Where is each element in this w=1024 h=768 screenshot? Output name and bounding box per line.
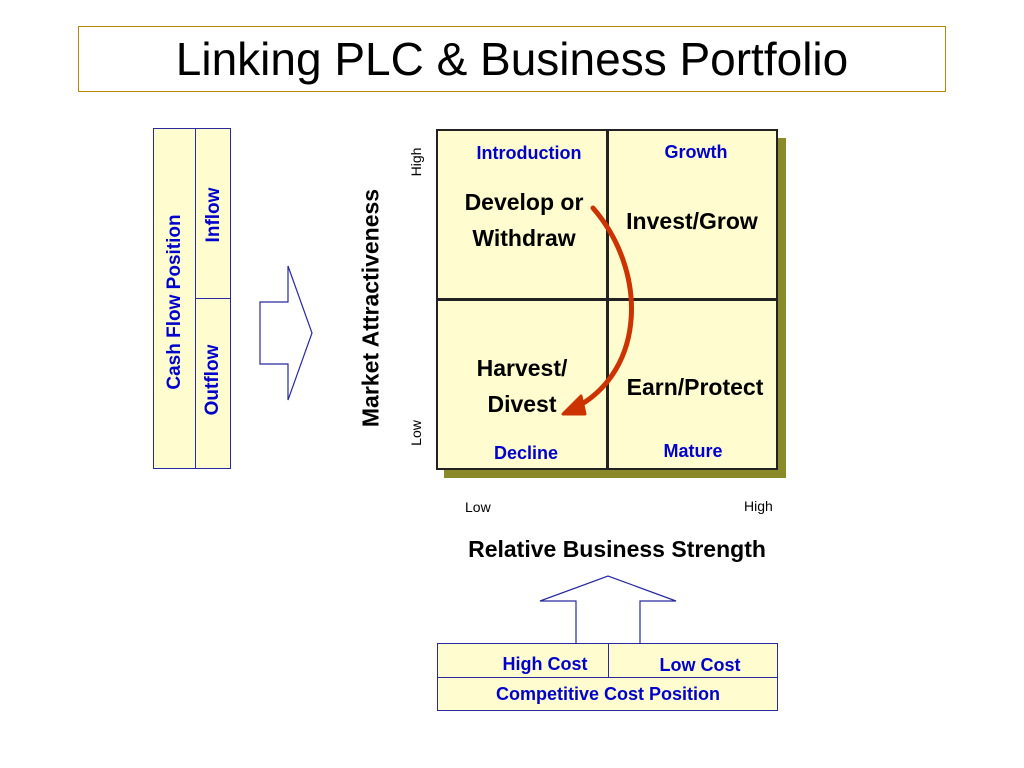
cash-flow-divider-horizontal [195,298,231,299]
high-cost-label: High Cost [502,654,588,674]
x-high-tick: High [744,498,773,514]
y-axis-label: Market Attractiveness [357,188,384,428]
curved-arrow-icon [561,205,634,416]
stage-decline: Decline [493,443,559,463]
inflow-label: Inflow [203,187,224,243]
stage-mature: Mature [663,441,723,461]
cost-position-divider-vertical [608,643,609,677]
strategy-invest-grow: Invest/Grow [626,208,758,234]
y-high-tick: High [408,147,424,177]
block-arrow-right-icon [259,265,313,401]
matrix-divider-horizontal [436,298,778,301]
competitive-cost-position-label: Competitive Cost Position [495,684,721,704]
stage-introduction: Introduction [476,143,582,163]
page-title: Linking PLC & Business Portfolio [175,33,849,85]
x-low-tick: Low [465,499,491,515]
x-axis-label: Relative Business Strength [468,536,766,562]
cash-flow-label: Cash Flow Position [164,214,185,390]
title-box: Linking PLC & Business Portfolio [78,26,946,92]
outflow-label: Outflow [202,344,223,416]
stage-growth: Growth [664,142,728,162]
strategy-harvest-divest: Harvest/ Divest [476,355,568,417]
strategy-develop-or-withdraw: Develop or Withdraw [464,189,584,251]
block-arrow-up-icon [539,575,677,645]
cost-position-divider-horizontal [437,677,778,678]
low-cost-label: Low Cost [659,655,741,675]
y-low-tick: Low [408,420,424,446]
strategy-earn-protect: Earn/Protect [626,374,764,400]
